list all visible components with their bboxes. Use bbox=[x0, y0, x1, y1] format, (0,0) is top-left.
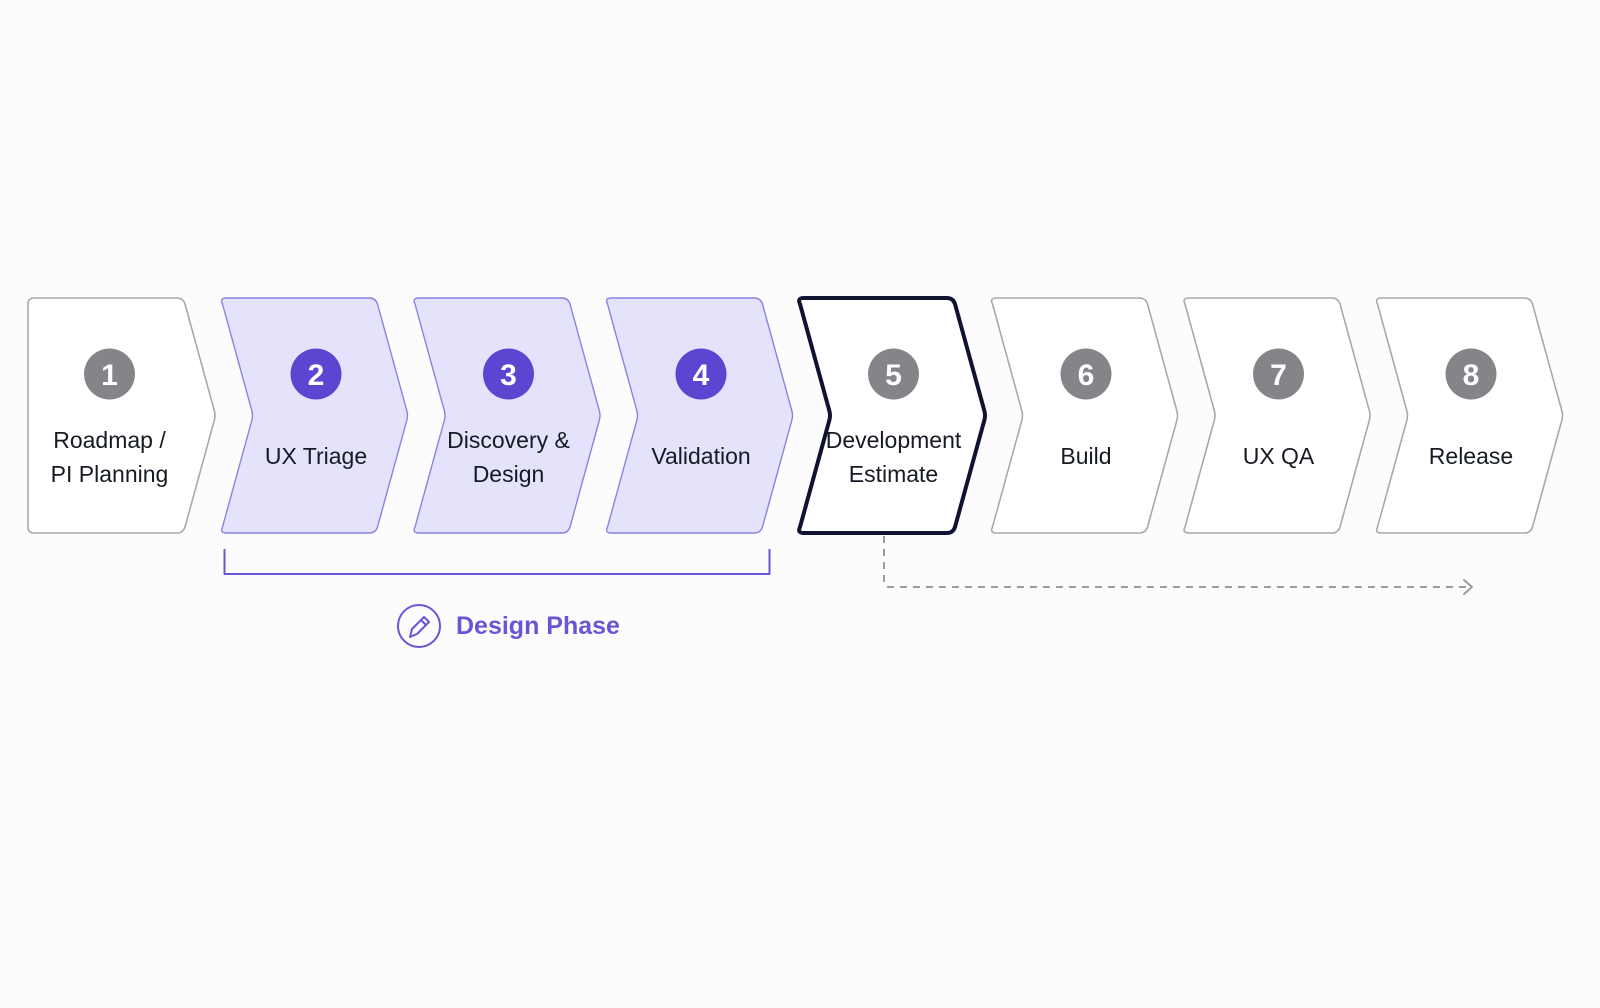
step-number-badge bbox=[1060, 348, 1112, 400]
step-chevron-shape bbox=[1375, 297, 1564, 534]
step-number: 8 bbox=[1463, 359, 1480, 392]
step-label-line: Design bbox=[473, 461, 545, 487]
step-number: 1 bbox=[101, 359, 118, 392]
step-number-badge bbox=[1253, 348, 1304, 400]
design-phase-label: Design Phase bbox=[397, 604, 620, 648]
design-phase-text: Design Phase bbox=[456, 612, 620, 640]
step-label-line: UX QA bbox=[1243, 443, 1315, 469]
step-label-line: UX Triage bbox=[265, 443, 367, 469]
step-label-line: Discovery & bbox=[447, 427, 570, 453]
step-label-line: Build bbox=[1060, 443, 1111, 469]
step-chevron-shape bbox=[797, 296, 987, 535]
step-number: 6 bbox=[1078, 359, 1095, 392]
step-chevron-shape bbox=[990, 297, 1179, 534]
step-number-badge bbox=[483, 348, 534, 400]
step-7-ux-qa[interactable]: 7 UX QA bbox=[1183, 297, 1371, 534]
arrow-head-icon bbox=[1463, 579, 1473, 595]
design-phase-bracket bbox=[223, 549, 771, 575]
step-number: 3 bbox=[500, 359, 517, 392]
step-label-line: Roadmap / bbox=[53, 427, 166, 453]
step-number: 4 bbox=[693, 359, 710, 392]
pencil-icon bbox=[397, 604, 441, 648]
step-number-badge bbox=[290, 348, 342, 400]
step-chevron-shape bbox=[605, 297, 794, 534]
step-number-badge bbox=[675, 348, 727, 400]
handoff-dashed-arrow bbox=[883, 536, 1470, 588]
step-number-badge bbox=[868, 348, 919, 400]
step-number-badge bbox=[84, 348, 135, 400]
step-chevron-shape bbox=[413, 297, 601, 534]
step-label-line: Validation bbox=[651, 443, 750, 469]
step-label-line: Development bbox=[826, 427, 962, 453]
step-number: 5 bbox=[885, 359, 902, 392]
step-label-line: PI Planning bbox=[51, 461, 169, 487]
step-label-line: Release bbox=[1429, 443, 1513, 469]
step-chevron-shape bbox=[220, 297, 409, 534]
step-chevron-shape bbox=[1183, 297, 1371, 534]
step-number: 2 bbox=[308, 359, 325, 392]
step-number-badge bbox=[1445, 348, 1497, 400]
annotations: Design Phase bbox=[223, 536, 1473, 648]
step-2-ux-triage[interactable]: 2 UX Triage bbox=[220, 297, 409, 534]
step-number: 7 bbox=[1270, 359, 1287, 392]
step-label-line: Estimate bbox=[849, 461, 938, 487]
step-chevron-shape bbox=[27, 297, 216, 534]
